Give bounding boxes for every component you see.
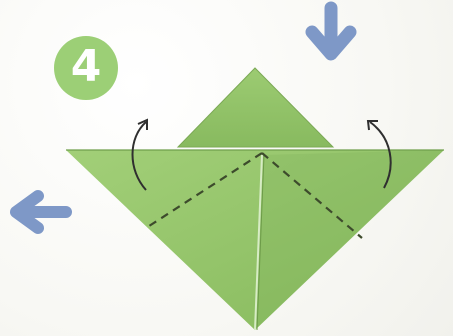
main-paper-triangle: [66, 150, 444, 330]
arrow-down-icon: [305, 1, 357, 61]
step-number: 4: [70, 41, 102, 92]
arrow-left-icon: [10, 190, 72, 234]
curved-arrow-up-icon: [131, 118, 148, 191]
step-badge: 4: [54, 36, 118, 100]
fold-line-right: [261, 152, 363, 239]
fold-line-left: [145, 152, 263, 229]
right-half-shade: [255, 150, 444, 330]
curved-arrow-up-icon: [366, 120, 392, 189]
center-crease: [254, 154, 263, 331]
top-flap: [176, 67, 335, 148]
center-crease-shadow: [256, 154, 265, 331]
